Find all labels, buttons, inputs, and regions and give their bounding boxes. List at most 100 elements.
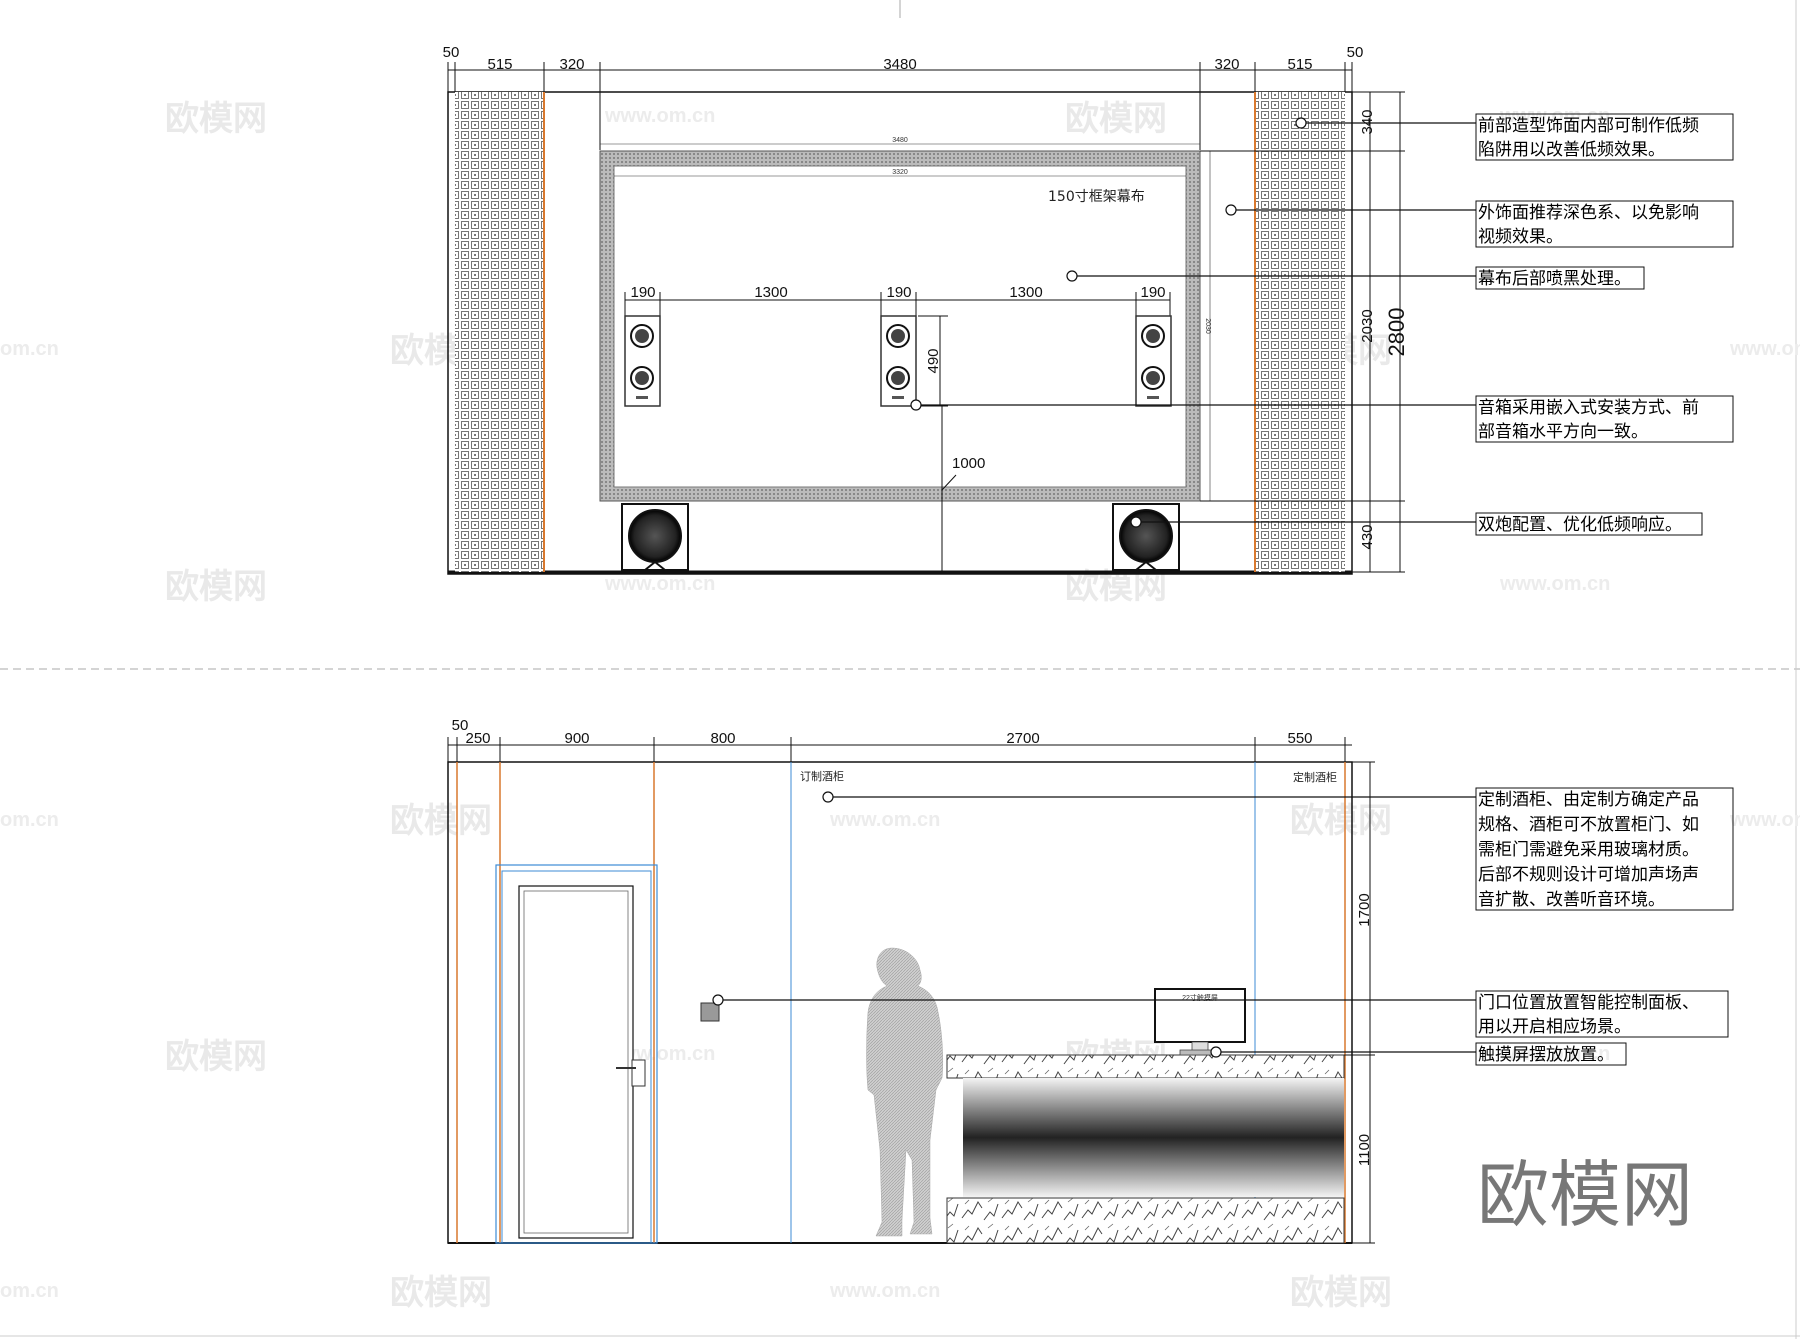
top-elevation: 50 515 320 3480 320 515 50 3480 3320 203… [443, 44, 1734, 575]
note-text: 外饰面推荐深色系、以免影响 [1478, 203, 1699, 223]
note-box [1475, 266, 1645, 290]
dim-label: 1000 [952, 455, 985, 472]
note-text: 部音箱水平方向一致。 [1478, 422, 1648, 442]
watermark-url: www.om.cn [829, 809, 940, 831]
top-dimension-chain [447, 62, 1353, 150]
dim-label: 190 [630, 284, 655, 301]
dim-label: 900 [564, 730, 589, 747]
speaker-left [624, 315, 661, 407]
dim-label: 800 [710, 730, 735, 747]
note-text: 前部造型饰面内部可制作低频 [1478, 116, 1699, 136]
watermark-text: 欧模网 [1290, 801, 1392, 841]
watermark-text: 欧模网 [165, 1037, 267, 1077]
dim-label: 190 [1140, 284, 1165, 301]
person-silhouette [866, 947, 944, 1237]
speaker-dimension-line [624, 292, 1171, 316]
subwoofer-right [1112, 503, 1180, 571]
dim-label: 2030 [1359, 309, 1376, 342]
bottom-elevation: 50 250 900 800 2700 550 订制酒柜 定制酒柜 [447, 717, 1734, 1244]
watermark-layer: 欧模网 www.om.cn 欧模网 www.om.cn om.cn 欧模网 ww… [0, 99, 1800, 1313]
speaker-right [1135, 315, 1172, 407]
dim-label: 515 [1287, 56, 1312, 73]
dim-label: 340 [1359, 109, 1376, 134]
cabinet-label-left: 订制酒柜 [800, 770, 844, 783]
total-height-dim: 2800 [1384, 308, 1409, 357]
dim-label: 250 [465, 730, 490, 747]
right-dimension-chain [1200, 91, 1405, 573]
dim-label: 1100 [1356, 1134, 1373, 1166]
speaker-center [880, 315, 917, 407]
note-text: 音箱采用嵌入式安装方式、前 [1478, 398, 1699, 418]
bottom-dimension-chain [447, 737, 1352, 762]
dim-label: 1700 [1356, 893, 1373, 926]
touch-screen-monitor: 22寸触摸屏 [1154, 988, 1246, 1056]
dim-label: 2700 [1006, 730, 1039, 747]
watermark-text: 欧模网 [1290, 1273, 1392, 1313]
note-box [1475, 1042, 1627, 1066]
watermark-text: 欧模网 [1065, 99, 1167, 139]
watermark-text: 欧模网 [390, 1273, 492, 1313]
note-text: 双炮配置、优化低频响应。 [1478, 515, 1682, 535]
subwoofer-left [621, 503, 689, 571]
note-text: 后部不规则设计可增加声场声 [1478, 865, 1699, 885]
watermark-url: om.cn [0, 809, 59, 831]
bottom-right-dimension [1344, 761, 1375, 1244]
door-handle-icon [631, 1059, 646, 1087]
watermark-url: www.om.cn [1499, 105, 1610, 127]
dim-label: 515 [487, 56, 512, 73]
frame-height-dim: 2030 [1204, 318, 1211, 334]
dim-label: 320 [1214, 56, 1239, 73]
watermark-url: om.cn [0, 1280, 59, 1302]
watermark-url: om.cn [0, 338, 59, 360]
note-text: 需柜门需避免采用玻璃材质。 [1478, 840, 1699, 860]
door [495, 864, 658, 1244]
dim-label: 50 [452, 717, 469, 734]
note-text: 音扩散、改善听音环境。 [1478, 890, 1665, 910]
dim-label: 490 [925, 348, 942, 373]
dim-label: 430 [1359, 524, 1376, 549]
note-box [1475, 990, 1729, 1038]
note-leaders [910, 117, 1476, 528]
note-leaders [712, 791, 1476, 1058]
note-text: 陷阱用以改善低频效果。 [1478, 140, 1665, 160]
touch-screen-label: 22寸触摸屏 [1182, 993, 1218, 1002]
dim-label: 1300 [1009, 284, 1042, 301]
bar-counter [946, 1054, 1345, 1244]
watermark-url: www.om.cn [1499, 1043, 1610, 1065]
watermark-url: www.om.cn [1499, 573, 1610, 595]
note-box [1475, 113, 1734, 161]
note-text: 触摸屏摆放放置。 [1478, 1045, 1614, 1065]
smart-control-panel [700, 1002, 720, 1022]
brand-logo: 欧模网 [1477, 1153, 1693, 1237]
dim-label: 50 [1347, 44, 1364, 61]
left-lattice-panel [455, 92, 544, 572]
note-text: 门口位置放置智能控制面板、 [1478, 993, 1699, 1013]
note-box [1475, 200, 1734, 248]
note-text: 视频效果。 [1478, 227, 1563, 247]
dim-label: 1300 [754, 284, 787, 301]
watermark-url: www.om.cn [604, 573, 715, 595]
note-text: 规格、酒柜可不放置柜门、如 [1478, 815, 1699, 835]
wall-outline [447, 91, 1353, 575]
cabinet-label-right: 定制酒柜 [1293, 770, 1337, 784]
dim-label: 3480 [883, 56, 916, 73]
right-lattice-panel [1255, 92, 1345, 572]
watermark-url: www.om.cn [1729, 809, 1800, 831]
frame-outer-dim: 3480 [892, 137, 908, 144]
dim-label: 550 [1287, 730, 1312, 747]
note-box [1475, 512, 1703, 536]
note-text: 定制酒柜、由定制方确定产品 [1478, 790, 1699, 810]
note-box [1475, 787, 1734, 911]
note-box [1475, 395, 1734, 443]
note-text: 用以开启相应场景。 [1478, 1017, 1631, 1037]
screen-label: 150寸框架幕布 [1048, 189, 1145, 205]
dim-label: 50 [443, 44, 460, 61]
watermark-url: www.om.cn [604, 105, 715, 127]
watermark-text: 欧模网 [165, 99, 267, 139]
watermark-text: 欧模网 [390, 801, 492, 841]
dim-label: 190 [886, 284, 911, 301]
frame-inner-dim: 3320 [892, 169, 908, 176]
note-text: 幕布后部喷黑处理。 [1478, 269, 1631, 289]
